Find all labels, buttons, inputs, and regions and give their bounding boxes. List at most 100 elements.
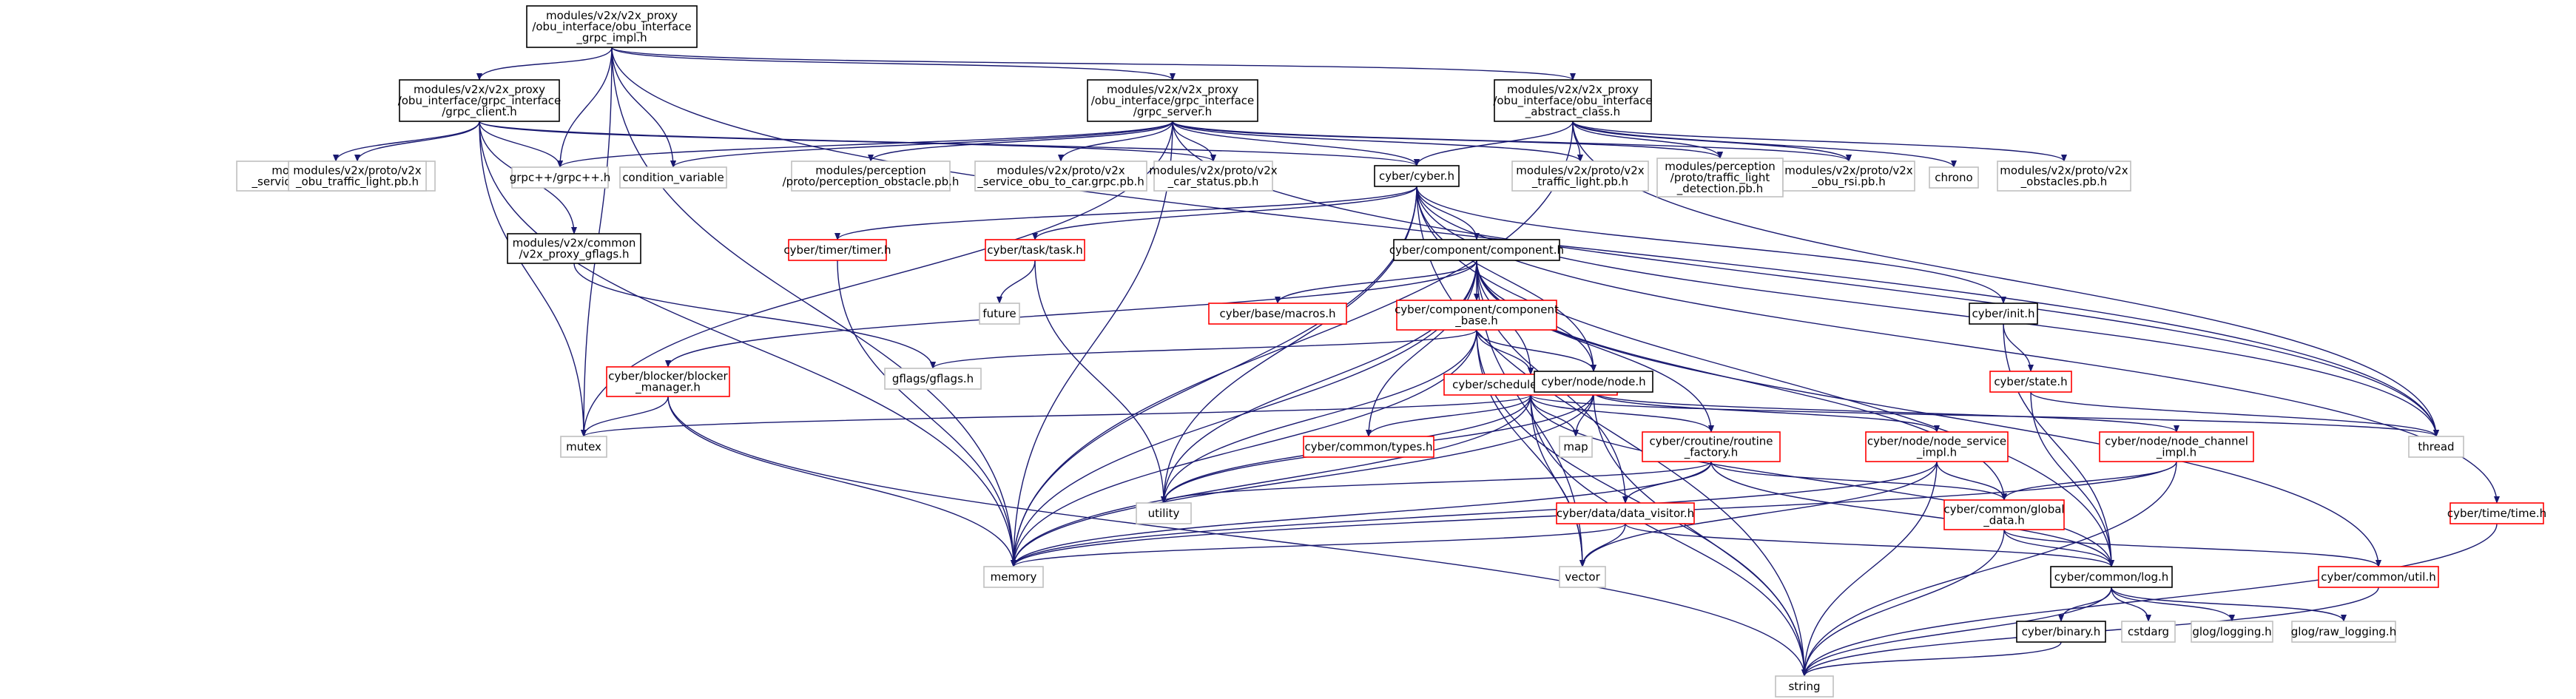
node-coroutine[interactable]: cyber/croutine/routine_factory.h	[1642, 431, 1781, 462]
node-map[interactable]: map	[1559, 436, 1593, 458]
edge-data-visitor-to-log	[1625, 523, 2114, 567]
node-node-service[interactable]: cyber/node/node_service_impl.h	[1865, 431, 2009, 462]
node-comp-base[interactable]: cyber/component/component_base.h	[1395, 300, 1559, 331]
node-label-line: cyber/common/util.h	[2321, 570, 2435, 584]
edge-gflags-proxy-to-gflags	[573, 263, 936, 369]
node-label-line: /proto/perception_obstacle.pb.h	[783, 175, 960, 189]
node-mutex[interactable]: mutex	[560, 436, 607, 458]
node-binary[interactable]: cyber/binary.h	[2016, 621, 2106, 643]
node-box	[1559, 566, 1606, 588]
node-timer[interactable]: cyber/timer/timer.h	[783, 239, 891, 261]
node-blocker[interactable]: cyber/blocker/blocker_manager.h	[606, 366, 730, 397]
edge-grpc-server-to-car-status	[1172, 121, 1216, 162]
edge-root-to-grpc-client	[476, 47, 613, 81]
node-label-line: memory	[991, 570, 1037, 584]
node-grpc-server[interactable]: modules/v2x/v2x_proxy/obu_interface/grpc…	[1087, 79, 1258, 122]
node-node[interactable]: cyber/node/node.h	[1534, 371, 1653, 393]
node-state[interactable]: cyber/state.h	[1989, 371, 2072, 393]
node-cyber[interactable]: cyber/cyber.h	[1374, 165, 1460, 187]
node-car-status[interactable]: modules/v2x/proto/v2x_car_status.pb.h	[1149, 161, 1278, 192]
node-box	[1556, 502, 1695, 524]
edge-scheduler-to-memory	[1011, 394, 1531, 567]
edge-data-visitor-to-memory	[1011, 523, 1626, 567]
edge-comp-base-to-node	[1476, 329, 1596, 372]
node-label-line: _detection.pb.h	[1676, 182, 1763, 196]
node-memory[interactable]: memory	[983, 566, 1044, 588]
node-label-line: vector	[1565, 570, 1600, 584]
node-time[interactable]: cyber/time/time.h	[2447, 502, 2546, 524]
edge-state-to-log	[2030, 391, 2114, 567]
node-box	[884, 368, 982, 390]
node-component[interactable]: cyber/component/component.h	[1389, 239, 1564, 261]
node-label-line: modules/v2x/proto/v2x	[1784, 164, 1913, 178]
node-label-line: _car_status.pb.h	[1167, 175, 1259, 189]
node-obstacles[interactable]: modules/v2x/proto/v2x_obstacles.pb.h	[1997, 161, 2131, 192]
node-obu-rsi[interactable]: modules/v2x/proto/v2x_obu_rsi.pb.h	[1782, 161, 1915, 192]
node-obu-tl[interactable]: modules/v2x/proto/v2x_obu_traffic_light.…	[288, 161, 427, 192]
node-label-line: cyber/blocker/blocker	[608, 370, 728, 383]
node-thread[interactable]: thread	[2408, 436, 2464, 458]
node-grpcpp[interactable]: grpc++/grpc++.h	[510, 166, 611, 189]
node-string[interactable]: string	[1775, 675, 1834, 698]
node-data-visitor[interactable]: cyber/data/data_visitor.h	[1556, 502, 1695, 524]
node-label-line: cyber/binary.h	[2022, 625, 2101, 638]
edge-blocker-to-memory	[667, 396, 1016, 567]
node-root[interactable]: modules/v2x/v2x_proxy/obu_interface/obu_…	[526, 5, 698, 48]
node-future[interactable]: future	[979, 303, 1020, 325]
node-v2x-tl[interactable]: modules/v2x/proto/v2x_traffic_light.pb.h	[1511, 161, 1649, 192]
node-label-line: condition_variable	[622, 171, 724, 185]
node-node-channel[interactable]: cyber/node/node_channel_impl.h	[2099, 431, 2254, 462]
edge-state-to-thread	[2030, 391, 2439, 437]
node-cstdarg[interactable]: cstdarg	[2121, 621, 2176, 643]
node-vector[interactable]: vector	[1559, 566, 1606, 588]
node-glog-logging[interactable]: glog/logging.h	[2191, 621, 2273, 643]
node-label-line: mutex	[566, 440, 601, 453]
node-box	[1656, 158, 1784, 197]
node-box	[1396, 300, 1557, 331]
node-label-line: cyber/cyber.h	[1379, 169, 1454, 183]
node-box	[507, 233, 641, 264]
edge-data-visitor-to-vector	[1579, 523, 1626, 567]
node-macros[interactable]: cyber/base/macros.h	[1208, 303, 1347, 325]
node-box	[1208, 303, 1347, 325]
edge-root-to-abstract	[611, 47, 1576, 81]
edge-abstract-to-tl-det	[1572, 121, 1723, 159]
node-box	[1511, 161, 1649, 192]
node-box	[1087, 79, 1258, 122]
node-label-line: _base.h	[1454, 314, 1498, 328]
node-cond[interactable]: condition_variable	[619, 166, 727, 189]
node-box	[1989, 371, 2072, 393]
node-box	[1865, 431, 2009, 462]
node-chrono[interactable]: chrono	[1929, 166, 1979, 189]
node-grpc-client[interactable]: modules/v2x/v2x_proxy/obu_interface/grpc…	[398, 79, 562, 122]
edge-component-to-types	[1366, 260, 1477, 437]
node-util[interactable]: cyber/common/util.h	[2318, 566, 2439, 588]
node-label-line: cyber/common/global	[1943, 503, 2064, 516]
node-label-line: modules/perception	[1665, 160, 1775, 173]
node-label-line: /grpc_client.h	[442, 105, 516, 119]
node-label-line: cyber/state.h	[1994, 375, 2067, 388]
node-label-line: modules/v2x/proto/v2x	[997, 164, 1125, 178]
edge-abstract-to-obstacles	[1572, 121, 2067, 162]
edge-log-to-string	[1801, 587, 2112, 677]
node-log[interactable]: cyber/common/log.h	[2050, 566, 2173, 588]
node-label-line: /obu_interface/obu_interface	[1493, 94, 1652, 108]
node-utility[interactable]: utility	[1136, 502, 1192, 524]
edge-scheduler-to-mutex	[581, 394, 1531, 437]
edge-grpc-server-to-cyber	[1172, 121, 1420, 166]
node-perc-obs[interactable]: modules/perception/proto/perception_obst…	[783, 161, 960, 192]
node-types[interactable]: cyber/common/types.h	[1303, 436, 1434, 458]
node-gflags[interactable]: gflags/gflags.h	[884, 368, 982, 390]
node-glog-raw[interactable]: glog/raw_logging.h	[2291, 621, 2396, 643]
node-gflags-proxy[interactable]: modules/v2x/common/v2x_proxy_gflags.h	[507, 233, 641, 264]
node-init[interactable]: cyber/init.h	[1969, 303, 2038, 325]
edge-global-data-to-string	[1801, 529, 2005, 677]
edge-task-to-future	[997, 260, 1036, 304]
node-task[interactable]: cyber/task/task.h	[985, 239, 1085, 261]
node-srv-obu-car[interactable]: modules/v2x/proto/v2x_service_obu_to_car…	[974, 161, 1147, 192]
node-global-data[interactable]: cyber/common/global_data.h	[1943, 499, 2065, 530]
node-abstract[interactable]: modules/v2x/v2x_proxy/obu_interface/obu_…	[1493, 79, 1653, 122]
edge-root-to-grpcpp	[557, 47, 613, 168]
node-tl-det[interactable]: modules/perception/proto/traffic_light_d…	[1656, 158, 1784, 197]
edge-grpc-client-to-obu-tl	[354, 121, 480, 162]
